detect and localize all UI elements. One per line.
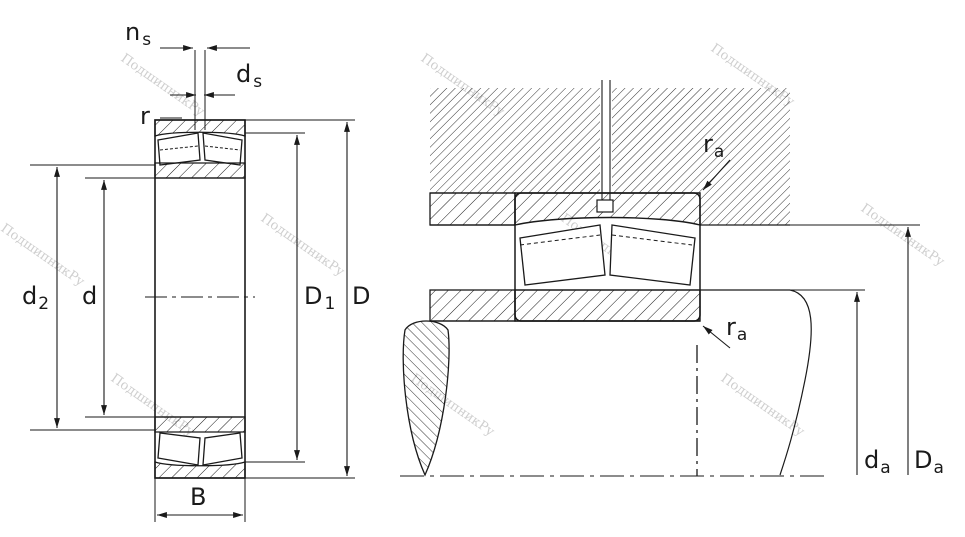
label-B: B	[190, 483, 206, 511]
label-Da: Da	[914, 446, 944, 478]
label-ra-top: ra	[703, 130, 724, 162]
right-labels: ra ra da Da	[703, 130, 944, 478]
label-r: r	[140, 102, 150, 130]
left-dimensions	[30, 45, 355, 522]
left-bearing-section	[145, 50, 255, 479]
watermark-text: ПодшипникРу	[0, 221, 87, 290]
label-ra-bottom: ra	[726, 313, 747, 345]
label-d2: d2	[22, 282, 49, 314]
watermark-text: ПодшипникРу	[858, 201, 948, 270]
label-d: d	[82, 282, 97, 310]
label-D: D	[352, 282, 370, 310]
right-mounting-section	[400, 80, 920, 477]
label-da: da	[864, 446, 891, 478]
right-dimensions	[702, 159, 911, 475]
watermark-text: ПодшипникРу	[258, 211, 348, 280]
watermark-text: ПодшипникРу	[118, 51, 208, 120]
